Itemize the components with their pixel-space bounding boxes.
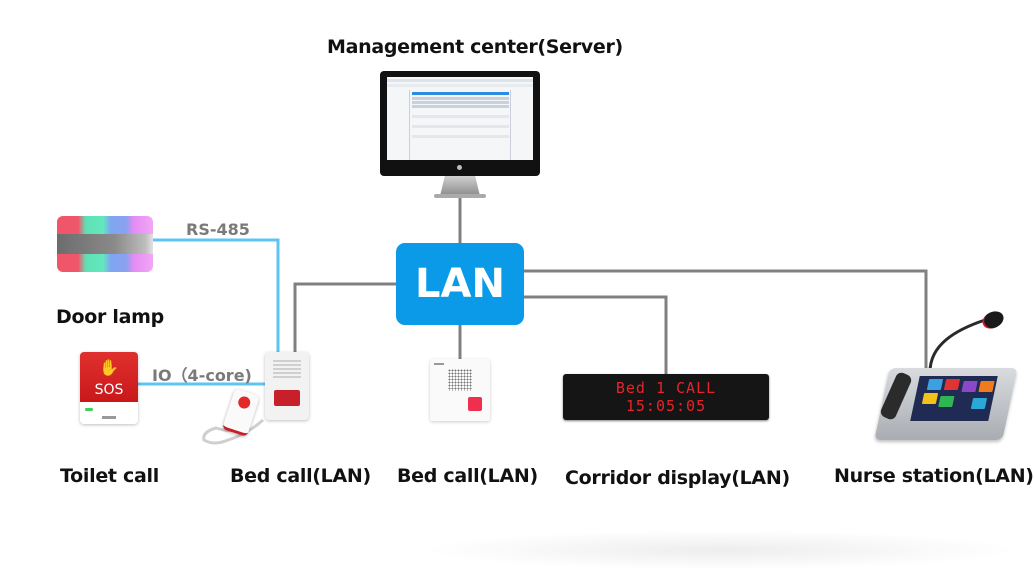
door-lamp-label: Door lamp bbox=[56, 306, 164, 328]
speaker-grille bbox=[448, 369, 472, 391]
sos-button-icon: ✋ SOS bbox=[80, 352, 138, 424]
monitor-logo-icon bbox=[457, 165, 462, 170]
edge-door-lamp-bed-call-1 bbox=[152, 238, 280, 355]
edge-corridor-display-lan bbox=[524, 295, 668, 374]
bed-call-1-label: Bed call(LAN) bbox=[230, 465, 371, 487]
speaker-grille bbox=[273, 358, 301, 380]
edge-nurse-station-lan bbox=[524, 269, 928, 370]
nurse-station-screen bbox=[910, 376, 998, 421]
bed-call-terminal-icon bbox=[265, 352, 309, 420]
door-lamp-band bbox=[57, 234, 153, 254]
call-button bbox=[274, 390, 300, 406]
led-display-icon: Bed 1 CALL 15:05:05 bbox=[563, 374, 769, 420]
edge-bed-call-1-lan bbox=[293, 282, 396, 355]
corridor-display-label: Corridor display(LAN) bbox=[565, 467, 790, 489]
io-label: IO（4-core) bbox=[152, 366, 252, 385]
call-button bbox=[468, 397, 482, 411]
hand-icon: ✋ bbox=[99, 358, 119, 377]
lan-hub: LAN bbox=[396, 243, 524, 325]
handset-button bbox=[236, 394, 252, 411]
bed-call-2-label: Bed call(LAN) bbox=[397, 465, 538, 487]
monitor-stand bbox=[440, 176, 480, 196]
rs485-label: RS-485 bbox=[186, 220, 250, 239]
bed-call-panel-icon bbox=[430, 359, 490, 421]
bottom-shadow bbox=[420, 530, 1020, 570]
display-line-1: Bed 1 CALL bbox=[615, 379, 717, 397]
display-line-2: 15:05:05 bbox=[625, 397, 707, 415]
brand-mark bbox=[102, 416, 116, 419]
toilet-call-label: Toilet call bbox=[60, 465, 159, 487]
sos-text: SOS bbox=[94, 382, 124, 398]
nurse-station-label: Nurse station(LAN) bbox=[834, 465, 1034, 487]
monitor-base bbox=[434, 194, 486, 198]
status-led bbox=[85, 408, 93, 411]
monitor-screen bbox=[387, 77, 533, 164]
server-label: Management center(Server) bbox=[327, 36, 623, 58]
nurse-mic-gooseneck bbox=[928, 318, 986, 373]
brand-mark bbox=[434, 363, 444, 365]
